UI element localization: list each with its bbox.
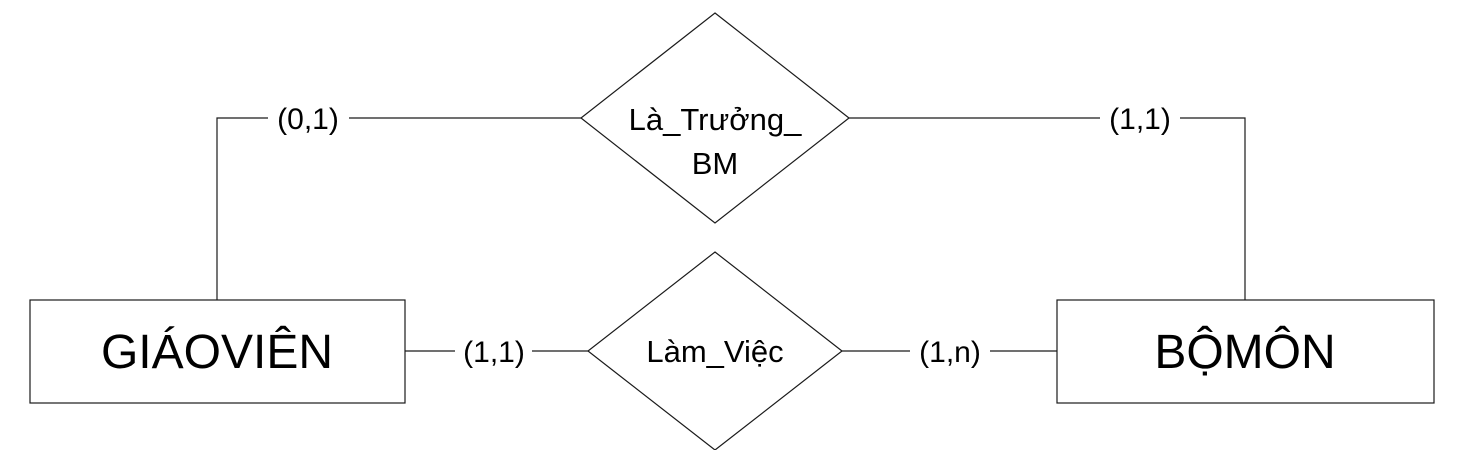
cardinality-bomon-la-truong: (1,1)	[1109, 103, 1171, 136]
connector-bomon-la-truong	[1180, 117, 1246, 300]
cardinality-bomon-lam-viec: (1,n)	[919, 336, 981, 369]
cardinality-giaovien-la-truong: (0,1)	[277, 103, 339, 136]
connector-giaovien-la-truong	[216, 117, 268, 300]
relationship-la-truong-bm-label-line1: Là_Trưởng_	[629, 102, 802, 137]
relationship-la-truong-bm-diamond[interactable]	[580, 12, 850, 224]
cardinality-giaovien-lam-viec: (1,1)	[463, 336, 525, 369]
entity-bomon-label: BỘMÔN	[1154, 325, 1335, 379]
relationship-lam-viec-diamond[interactable]	[587, 251, 843, 450]
relationship-lam-viec-label: Làm_Việc	[646, 334, 783, 369]
entity-giaovien-label: GIÁOVIÊN	[101, 326, 333, 379]
entity-bomon-box[interactable]	[1056, 299, 1435, 404]
entity-giaovien-box[interactable]	[29, 299, 406, 404]
relationship-la-truong-bm-label-line2: BM	[692, 146, 739, 181]
